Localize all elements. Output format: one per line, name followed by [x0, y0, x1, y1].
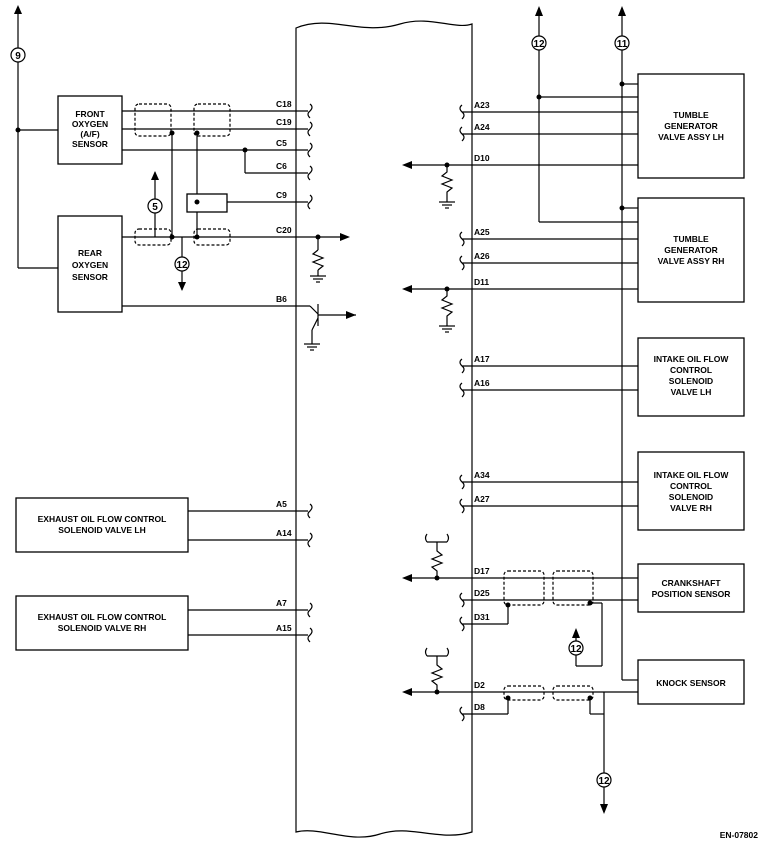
- svg-text:11: 11: [617, 39, 628, 50]
- svg-text:D2: D2: [474, 680, 485, 690]
- svg-text:VALVE ASSY RH: VALVE ASSY RH: [658, 256, 725, 266]
- svg-text:SOLENOID: SOLENOID: [669, 376, 713, 386]
- svg-text:D10: D10: [474, 153, 490, 163]
- svg-text:12: 12: [533, 39, 545, 50]
- svg-text:FRONT: FRONT: [75, 109, 105, 119]
- ref-12-marker-left: 12: [174, 256, 190, 272]
- svg-text:D17: D17: [474, 566, 490, 576]
- tumble-generator-valve-lh: TUMBLE GENERATOR VALVE ASSY LH: [637, 73, 745, 179]
- svg-text:VALVE ASSY LH: VALVE ASSY LH: [658, 132, 724, 142]
- svg-text:12: 12: [570, 644, 582, 655]
- svg-text:INTAKE OIL FLOW: INTAKE OIL FLOW: [654, 354, 730, 364]
- svg-text:SOLENOID VALVE RH: SOLENOID VALVE RH: [58, 623, 146, 633]
- front-oxygen-sensor: FRONT OXYGEN (A/F) SENSOR: [57, 95, 123, 165]
- svg-text:EXHAUST OIL FLOW CONTROL: EXHAUST OIL FLOW CONTROL: [38, 612, 167, 622]
- svg-text:A16: A16: [474, 378, 490, 388]
- svg-text:OXYGEN: OXYGEN: [72, 119, 108, 129]
- ref-9-marker: 9: [10, 47, 26, 63]
- svg-text:B6: B6: [276, 294, 287, 304]
- tumble-generator-valve-rh: TUMBLE GENERATOR VALVE ASSY RH: [637, 197, 745, 303]
- ref-12-marker-top: 12: [531, 35, 547, 51]
- svg-text:D25: D25: [474, 588, 490, 598]
- svg-text:A14: A14: [276, 528, 292, 538]
- knock-sensor: KNOCK SENSOR: [637, 659, 745, 705]
- svg-text:9: 9: [15, 51, 21, 62]
- ref-5-marker: 5: [147, 198, 163, 214]
- svg-text:INTAKE OIL FLOW: INTAKE OIL FLOW: [654, 470, 730, 480]
- svg-text:A5: A5: [276, 499, 287, 509]
- svg-text:A25: A25: [474, 227, 490, 237]
- svg-text:SOLENOID VALVE LH: SOLENOID VALVE LH: [58, 525, 146, 535]
- svg-text:GENERATOR: GENERATOR: [664, 245, 718, 255]
- svg-text:A34: A34: [474, 470, 490, 480]
- svg-text:SOLENOID: SOLENOID: [669, 492, 713, 502]
- svg-text:CRANKSHAFT: CRANKSHAFT: [661, 578, 721, 588]
- svg-text:C6: C6: [276, 161, 287, 171]
- svg-text:A15: A15: [276, 623, 292, 633]
- svg-text:D8: D8: [474, 702, 485, 712]
- svg-text:D11: D11: [474, 277, 489, 287]
- svg-text:5: 5: [152, 202, 158, 213]
- svg-text:A7: A7: [276, 598, 287, 608]
- ref-11-marker: 11: [614, 35, 630, 51]
- svg-text:12: 12: [598, 776, 610, 787]
- exhaust-oil-flow-solenoid-lh: EXHAUST OIL FLOW CONTROL SOLENOID VALVE …: [15, 497, 189, 553]
- ecm-body: [295, 20, 473, 838]
- svg-text:TUMBLE: TUMBLE: [673, 234, 709, 244]
- ref-12-marker-bottom: 12: [596, 772, 612, 788]
- svg-text:A24: A24: [474, 122, 490, 132]
- svg-text:C5: C5: [276, 138, 287, 148]
- svg-text:C20: C20: [276, 225, 292, 235]
- svg-text:C9: C9: [276, 190, 287, 200]
- svg-text:GENERATOR: GENERATOR: [664, 121, 718, 131]
- svg-text:(A/F): (A/F): [80, 129, 100, 139]
- svg-text:A27: A27: [474, 494, 490, 504]
- svg-text:A26: A26: [474, 251, 490, 261]
- svg-text:OXYGEN: OXYGEN: [72, 260, 108, 270]
- svg-text:VALVE LH: VALVE LH: [671, 387, 712, 397]
- intake-oil-flow-solenoid-rh: INTAKE OIL FLOW CONTROL SOLENOID VALVE R…: [637, 451, 745, 531]
- rear-oxygen-sensor: REAR OXYGEN SENSOR: [57, 215, 123, 313]
- crankshaft-position-sensor: CRANKSHAFT POSITION SENSOR: [637, 563, 745, 613]
- svg-text:12: 12: [176, 260, 188, 271]
- svg-text:REAR: REAR: [78, 248, 102, 258]
- svg-text:KNOCK SENSOR: KNOCK SENSOR: [656, 678, 725, 688]
- diagram-code: EN-07802: [720, 830, 759, 840]
- svg-text:C19: C19: [276, 117, 292, 127]
- svg-text:CONTROL: CONTROL: [670, 365, 712, 375]
- svg-text:POSITION SENSOR: POSITION SENSOR: [652, 589, 731, 599]
- svg-text:SENSOR: SENSOR: [72, 272, 108, 282]
- ref-12-marker-mid: 12: [568, 640, 584, 656]
- svg-text:SENSOR: SENSOR: [72, 139, 108, 149]
- svg-text:VALVE RH: VALVE RH: [670, 503, 712, 513]
- svg-text:C18: C18: [276, 99, 292, 109]
- exhaust-oil-flow-solenoid-rh: EXHAUST OIL FLOW CONTROL SOLENOID VALVE …: [15, 595, 189, 651]
- svg-text:EXHAUST OIL FLOW CONTROL: EXHAUST OIL FLOW CONTROL: [38, 514, 167, 524]
- svg-text:TUMBLE: TUMBLE: [673, 110, 709, 120]
- svg-text:D31: D31: [474, 612, 490, 622]
- intake-oil-flow-solenoid-lh: INTAKE OIL FLOW CONTROL SOLENOID VALVE L…: [637, 337, 745, 417]
- svg-text:A23: A23: [474, 100, 490, 110]
- svg-text:CONTROL: CONTROL: [670, 481, 712, 491]
- svg-text:A17: A17: [474, 354, 490, 364]
